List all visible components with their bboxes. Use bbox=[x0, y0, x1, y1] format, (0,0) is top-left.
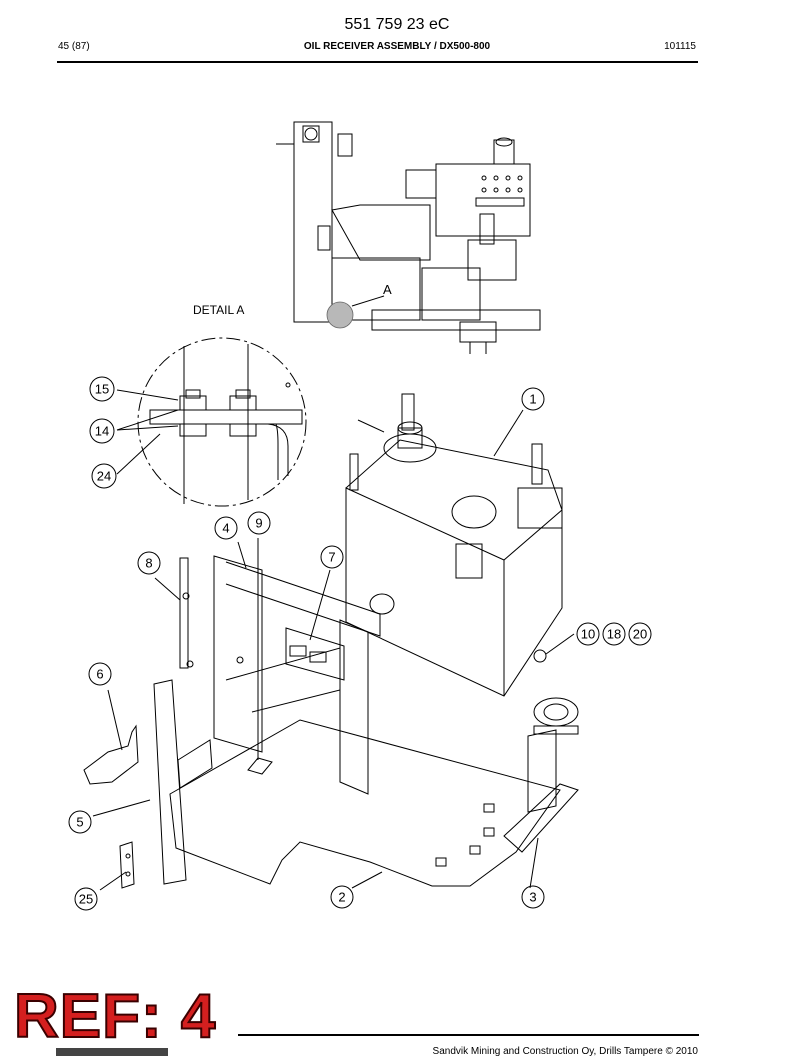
frame-assembly bbox=[179, 555, 381, 795]
detail-title: DETAIL A bbox=[193, 303, 244, 317]
callout-3: 3 bbox=[529, 890, 536, 905]
callout-7: 7 bbox=[328, 550, 335, 565]
callouts bbox=[68, 376, 652, 911]
callout-5: 5 bbox=[76, 815, 83, 830]
detail-marker: A bbox=[383, 282, 392, 297]
callout-9: 9 bbox=[255, 516, 262, 531]
callout-2: 2 bbox=[338, 890, 345, 905]
detail-a-view bbox=[137, 337, 307, 507]
leader-lines bbox=[92, 389, 575, 891]
callout-10: 10 bbox=[581, 627, 595, 642]
callout-4: 4 bbox=[222, 521, 229, 536]
date-code: 101115 bbox=[664, 41, 696, 52]
callout-18: 18 bbox=[607, 627, 621, 642]
overview-view bbox=[276, 121, 541, 354]
callout-24: 24 bbox=[97, 469, 111, 484]
page-number: 45 (87) bbox=[58, 41, 90, 52]
callout-15: 15 bbox=[95, 382, 109, 397]
callout-25: 25 bbox=[79, 892, 93, 907]
callout-20: 20 bbox=[633, 627, 647, 642]
ref-stamp: REF: 4 bbox=[13, 982, 217, 1051]
sandvik-logo-icon bbox=[56, 1048, 168, 1056]
callout-14: 14 bbox=[95, 424, 109, 439]
base-plate bbox=[169, 719, 561, 887]
callout-1: 1 bbox=[529, 392, 536, 407]
header-rule bbox=[57, 61, 698, 63]
small-plate bbox=[119, 841, 135, 889]
oil-tank bbox=[345, 393, 563, 697]
right-bracket bbox=[503, 649, 579, 853]
side-bracket bbox=[83, 679, 213, 885]
callout-6: 6 bbox=[96, 667, 103, 682]
footer-copyright: Sandvik Mining and Construction Oy, Dril… bbox=[432, 1046, 698, 1057]
page-title: OIL RECEIVER ASSEMBLY / DX500-800 bbox=[303, 41, 491, 52]
footer-rule bbox=[238, 1034, 699, 1036]
document-number: 551 759 23 eC bbox=[344, 16, 450, 33]
callout-8: 8 bbox=[145, 556, 152, 571]
